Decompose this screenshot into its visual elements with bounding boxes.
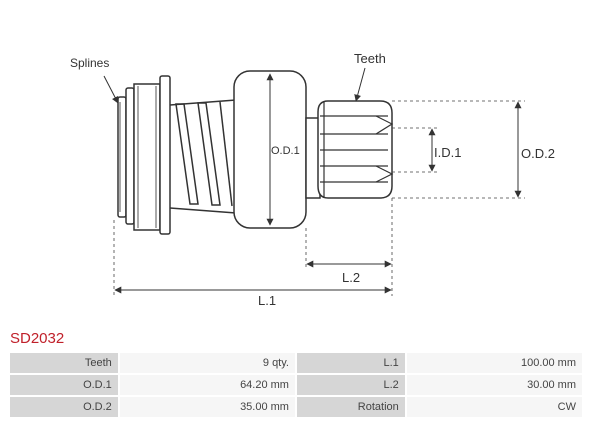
spec-label: L.2 bbox=[296, 375, 405, 395]
id1-label: I.D.1 bbox=[434, 145, 462, 160]
l2-label: L.2 bbox=[342, 270, 361, 285]
spec-value: 35.00 mm bbox=[119, 397, 295, 417]
spec-value: 9 qty. bbox=[119, 353, 295, 373]
spec-label: O.D.2 bbox=[10, 397, 118, 417]
table-row: O.D.1 64.20 mm L.2 30.00 mm bbox=[10, 375, 582, 395]
splines-label: Splines bbox=[70, 56, 110, 70]
spec-value: CW bbox=[406, 397, 582, 417]
od2-label: O.D.2 bbox=[521, 146, 555, 161]
spec-value: 30.00 mm bbox=[406, 375, 582, 395]
table-row: Teeth 9 qty. L.1 100.00 mm bbox=[10, 353, 582, 373]
spec-table: Teeth 9 qty. L.1 100.00 mm O.D.1 64.20 m… bbox=[8, 351, 584, 419]
spec-label: L.1 bbox=[296, 353, 405, 373]
starter-drive-drawing bbox=[103, 67, 525, 296]
od1-label: O.D.1 bbox=[271, 145, 300, 157]
teeth-leader bbox=[354, 67, 366, 102]
product-code: SD2032 bbox=[10, 330, 65, 347]
spec-label: Teeth bbox=[10, 353, 118, 373]
spec-value: 64.20 mm bbox=[119, 375, 295, 395]
table-row: O.D.2 35.00 mm Rotation CW bbox=[10, 397, 582, 417]
spec-value: 100.00 mm bbox=[406, 353, 582, 373]
spring bbox=[169, 99, 237, 214]
l1-label: L.1 bbox=[258, 293, 277, 308]
spec-label: O.D.1 bbox=[10, 375, 118, 395]
splines-hub bbox=[117, 75, 171, 235]
splines-leader bbox=[103, 75, 119, 104]
spec-label: Rotation bbox=[296, 397, 405, 417]
teeth-label: Teeth bbox=[354, 51, 386, 66]
